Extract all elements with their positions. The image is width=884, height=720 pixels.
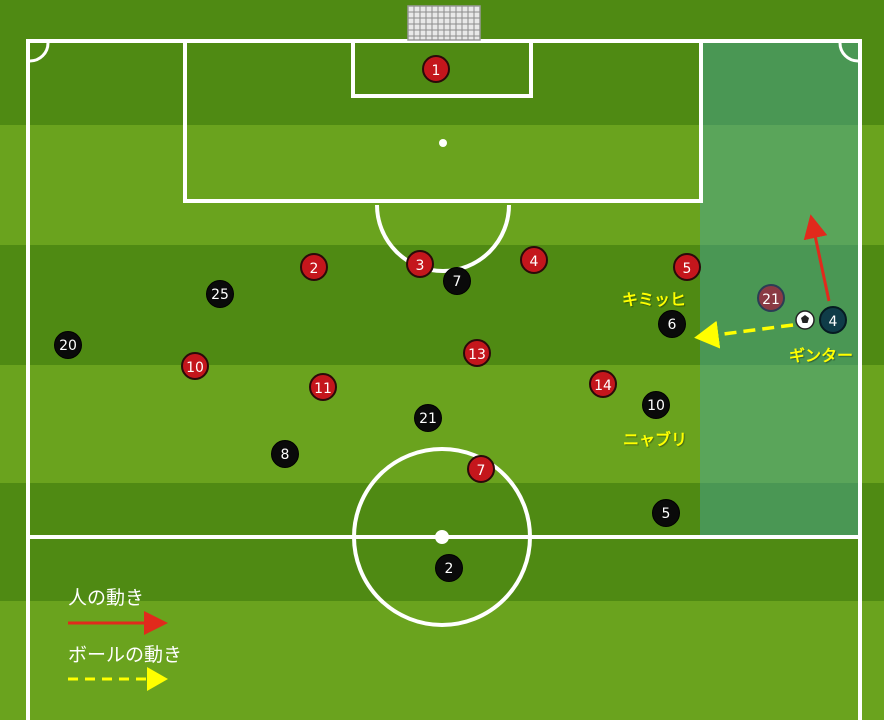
black-player-5[interactable]: 5 (652, 499, 680, 527)
black-player-20[interactable]: 20 (54, 331, 82, 359)
red-player-5[interactable]: 5 (673, 253, 701, 281)
grass-stripe (0, 245, 884, 365)
label-kimmich: キミッヒ (622, 290, 687, 309)
grass-stripe (0, 365, 884, 483)
red-player-21-previous-position[interactable]: 21 (757, 284, 785, 312)
player-run-arrow (803, 214, 831, 302)
black-player-10[interactable]: 10 (642, 391, 670, 419)
black-player-7[interactable]: 7 (443, 267, 471, 295)
center-spot (435, 530, 449, 544)
red-player-1[interactable]: 1 (422, 55, 450, 83)
label-gnabry: ニャブリ (623, 430, 688, 449)
red-player-13[interactable]: 13 (463, 339, 491, 367)
black-player-25[interactable]: 25 (206, 280, 234, 308)
red-player-11[interactable]: 11 (309, 373, 337, 401)
red-player-7[interactable]: 7 (467, 455, 495, 483)
black-player-6[interactable]: 6 (658, 310, 686, 338)
touchline-left (26, 39, 30, 720)
ginter-player-4[interactable]: 4 (819, 306, 847, 334)
ball-movement-arrow (694, 320, 794, 349)
label-ginter: ギンター (789, 346, 854, 365)
black-player-8[interactable]: 8 (271, 440, 299, 468)
corner-arc-right (838, 42, 859, 63)
goal-area (351, 39, 533, 98)
penalty-area (183, 39, 703, 203)
black-player-21[interactable]: 21 (414, 404, 442, 432)
penalty-arc (375, 204, 511, 273)
goal-net-icon (407, 5, 481, 41)
corner-arc-left (29, 42, 50, 63)
red-player-10[interactable]: 10 (181, 352, 209, 380)
red-player-4[interactable]: 4 (520, 246, 548, 274)
red-player-3[interactable]: 3 (406, 250, 434, 278)
center-circle (352, 447, 532, 627)
touchline-right (858, 39, 862, 720)
soccer-ball-icon (795, 310, 815, 330)
red-player-14[interactable]: 14 (589, 370, 617, 398)
black-player-2[interactable]: 2 (435, 554, 463, 582)
red-player-2[interactable]: 2 (300, 253, 328, 281)
legend-ball-movement: ボールの動き (68, 644, 183, 666)
penalty-spot (439, 139, 447, 147)
legend-player-movement: 人の動き (68, 587, 145, 609)
goal-line (26, 39, 862, 43)
